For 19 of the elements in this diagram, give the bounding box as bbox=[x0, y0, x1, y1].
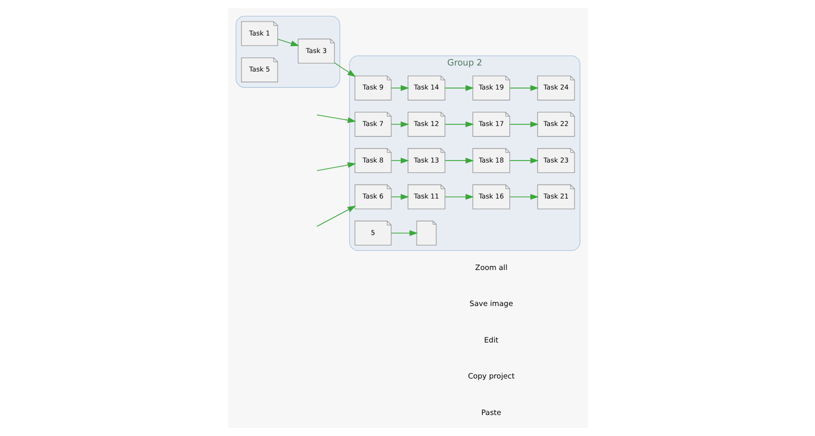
arrow bbox=[444, 158, 474, 164]
arrow bbox=[390, 158, 409, 164]
arrow bbox=[444, 85, 474, 91]
arrow bbox=[390, 121, 409, 128]
arrow bbox=[508, 121, 538, 128]
arrow bbox=[390, 85, 409, 91]
arrow bbox=[316, 162, 356, 172]
arrow bbox=[316, 114, 356, 124]
arrow bbox=[508, 85, 538, 91]
arrow bbox=[390, 194, 409, 200]
arrow bbox=[444, 121, 474, 128]
arrow bbox=[334, 62, 356, 77]
arrow bbox=[508, 158, 538, 164]
arrow bbox=[508, 194, 538, 200]
cluster bbox=[235, 16, 340, 88]
arrow bbox=[390, 230, 418, 236]
arrow bbox=[444, 194, 474, 200]
arrow bbox=[276, 38, 299, 46]
arrow bbox=[316, 206, 356, 227]
